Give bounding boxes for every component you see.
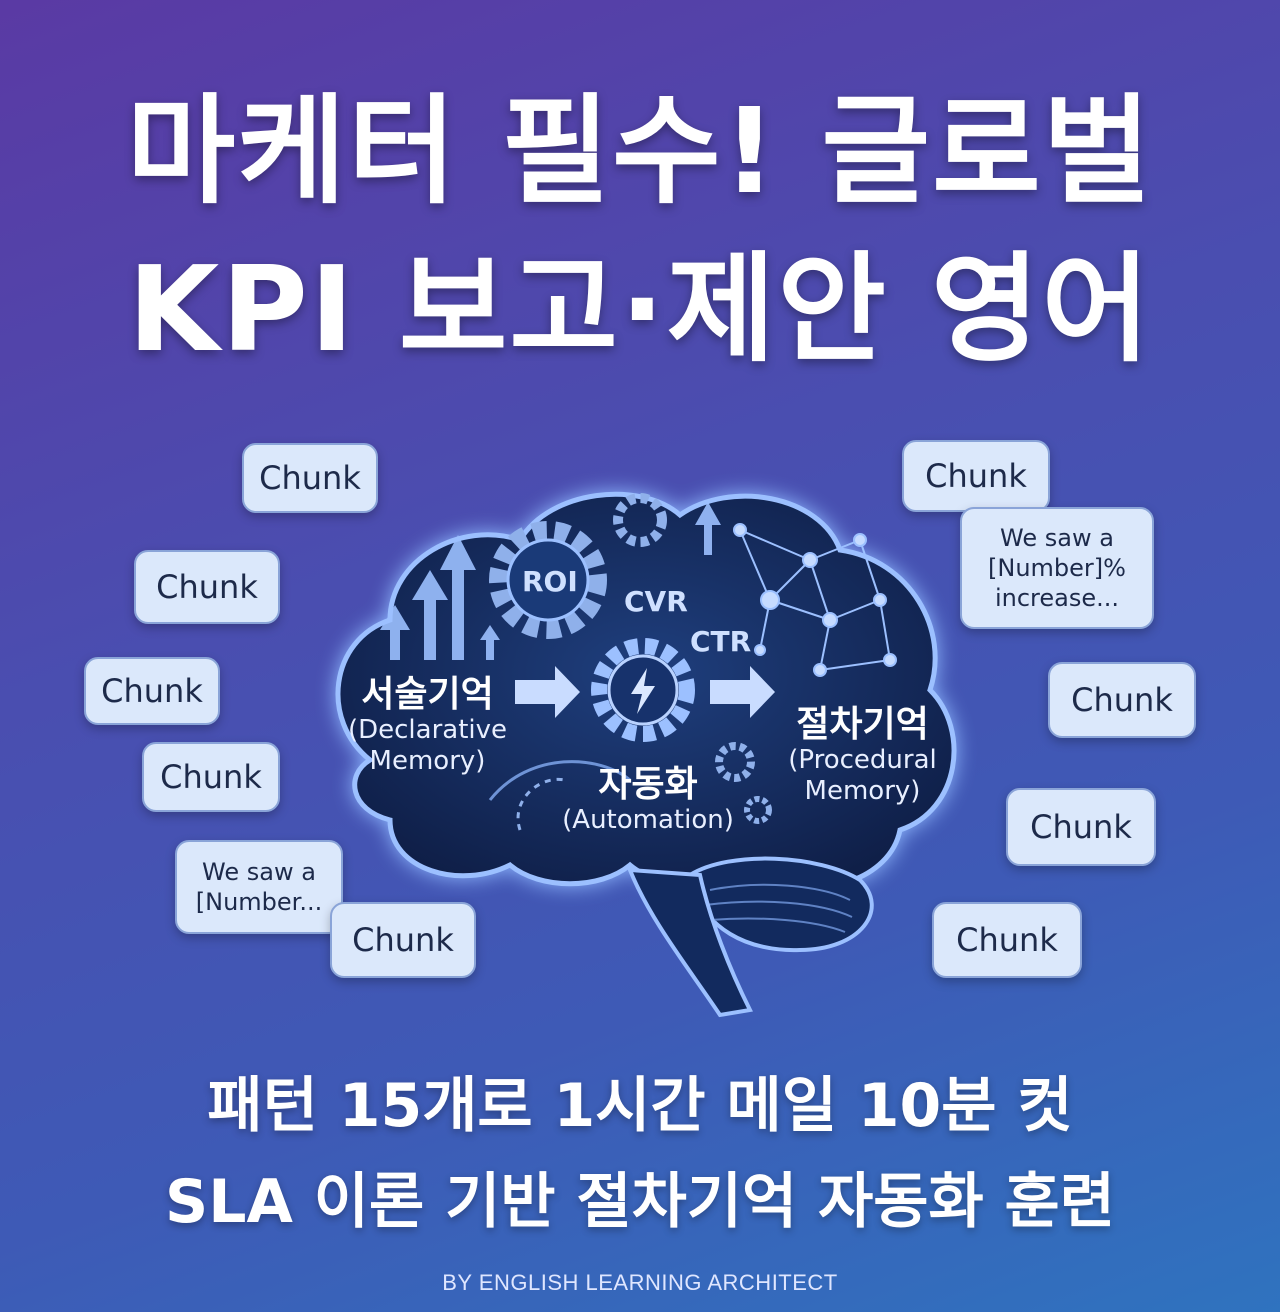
- roi-gear-icon: [489, 521, 607, 639]
- headline-line-1: 마케터 필수! 글로벌: [126, 82, 1154, 220]
- brainstem-shape: [626, 867, 753, 1018]
- growth-arrows: [380, 502, 721, 660]
- declarative-ko: 서술기억: [361, 674, 494, 715]
- chunk-bubble: Chunk: [1048, 662, 1196, 738]
- small-gear-icon-2: [715, 742, 755, 782]
- small-gear-icon: [613, 493, 667, 547]
- phrase-right-line-1: We saw a: [1000, 524, 1114, 552]
- procedural-en-1: (Procedural: [788, 744, 937, 775]
- subtitle-line-2: SLA 이론 기반 절차기억 자동화 훈련: [165, 1167, 1115, 1237]
- chunk-bubble: Chunk: [84, 657, 220, 725]
- chunk-bubble: Chunk: [902, 440, 1050, 512]
- lightning-gear-icon: [591, 638, 695, 742]
- procedural-ko: 절차기억: [796, 704, 929, 745]
- declarative-memory-label: 서술기억 (Declarative Memory): [320, 675, 535, 777]
- chunk-bubble: Chunk: [134, 550, 280, 624]
- phrase-right-line-2: [Number]%: [988, 554, 1126, 582]
- metric-roi: ROI: [522, 565, 578, 598]
- flow-arrows: [515, 666, 775, 718]
- chunk-bubble: Chunk: [932, 902, 1082, 978]
- headline-line-2: KPI 보고·제안 영어: [127, 240, 1153, 378]
- brain-illustration: ROI CVR CTR 서술기억 (Declarative Memory) 자동…: [300, 470, 980, 1030]
- phrase-left-line-2: [Number...: [195, 888, 323, 916]
- phrase-left-line-1: We saw a: [202, 858, 316, 886]
- credit-text: BY ENGLISH LEARNING ARCHITECT: [442, 1270, 838, 1295]
- automation-label: 자동화 (Automation): [548, 765, 748, 836]
- chunk-bubble: Chunk: [242, 443, 378, 513]
- declarative-en-2: Memory): [369, 745, 486, 776]
- phrase-bubble-left: We saw a [Number...: [175, 840, 343, 934]
- network-icon: [733, 523, 897, 677]
- phrase-bubble-right: We saw a [Number]% increase...: [960, 507, 1154, 629]
- automation-en: (Automation): [562, 804, 734, 835]
- metric-ctr: CTR: [690, 625, 752, 658]
- procedural-en-2: Memory): [804, 775, 921, 806]
- phrase-right-line-3: increase...: [994, 584, 1120, 612]
- brain-graphic: [335, 491, 957, 1018]
- metric-cvr: CVR: [624, 585, 688, 618]
- automation-ko: 자동화: [598, 764, 698, 805]
- procedural-memory-label: 절차기억 (Procedural Memory): [770, 705, 955, 807]
- declarative-en-1: (Declarative: [347, 714, 508, 745]
- chunk-bubble: Chunk: [142, 742, 280, 812]
- chunk-bubble: Chunk: [1006, 788, 1156, 866]
- chunk-bubble: Chunk: [330, 902, 476, 978]
- subtitle-line-1: 패턴 15개로 1시간 메일 10분 컷: [207, 1071, 1073, 1141]
- small-gear-icon-3: [744, 796, 772, 824]
